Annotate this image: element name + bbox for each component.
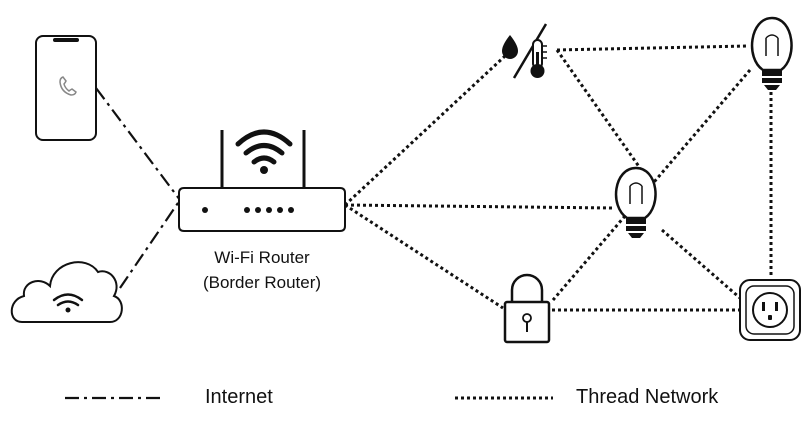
internet-link-phone-router [95,87,181,201]
legend-thread-label: Thread Network [576,386,719,408]
thread-links [343,44,773,312]
thread-link-router-bulb-mid [344,203,613,210]
light-bulb-icon [614,166,657,238]
thread-link-sensor-bulb-mid [555,49,642,169]
thread-link-router-sensor [343,54,507,207]
thread-link-router-lock [344,203,504,310]
padlock-icon [503,273,551,344]
internet-link-cloud-router [119,199,181,289]
internet-links [95,87,181,289]
legend-internet-label: Internet [205,386,273,408]
smart-plug-icon [739,279,801,341]
smartphone-icon [35,35,97,141]
thread-link-bulb-mid-plug [661,228,741,300]
wifi-router-icon [178,129,346,232]
router-label-line2: (Border Router) [202,273,322,292]
humidity-temperature-sensor-icon [502,23,548,79]
light-bulb-icon [750,16,793,90]
router-label-line1: Wi-Fi Router [214,248,310,267]
thread-link-sensor-bulb-top [556,44,749,52]
cloud-wifi-icon [10,261,123,323]
